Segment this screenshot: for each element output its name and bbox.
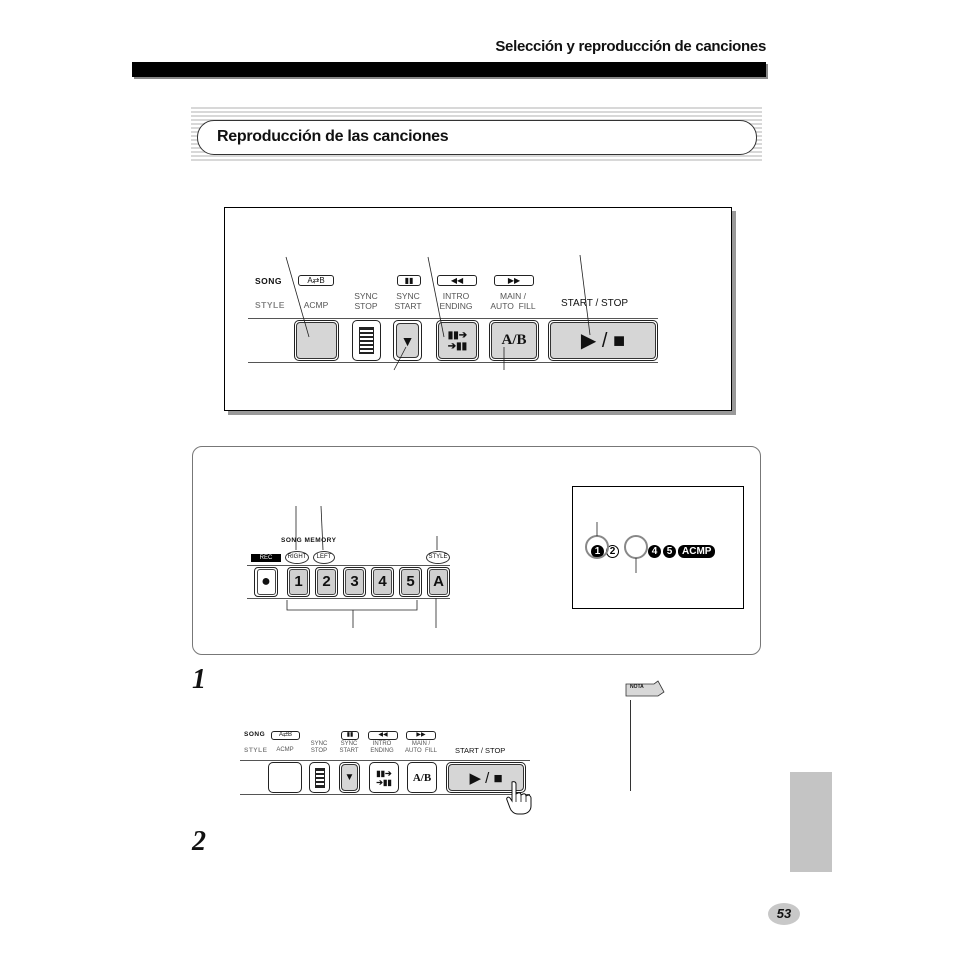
- small-song-label: SONG: [244, 731, 266, 738]
- song-label: SONG: [255, 276, 283, 286]
- step-2-number: 2: [192, 826, 206, 857]
- lcd-track-4: 4: [648, 545, 661, 558]
- forward-indicator: ▶▶: [494, 275, 534, 286]
- rewind-indicator: ◀◀: [437, 275, 477, 286]
- sync-start-label: SYNC START: [394, 291, 422, 311]
- nota-rule: [630, 700, 631, 791]
- small-sync-stop-label: SYNC STOP: [310, 741, 328, 754]
- small-sync-start-button[interactable]: ▼: [339, 762, 360, 793]
- nota-tag-icon: [625, 680, 665, 697]
- acmp-label: ACMP: [303, 300, 329, 310]
- small-intro-ending-icon: ▮▮➔➔▮▮: [376, 768, 392, 787]
- small-ab-button-text: A/B: [412, 771, 432, 784]
- small-start-stop-button[interactable]: ▶ / ■: [446, 762, 526, 793]
- small-acmp-button[interactable]: [268, 762, 302, 793]
- small-rewind-indicator: ◀◀: [368, 731, 398, 740]
- main-auto-fill-button[interactable]: A/B: [489, 320, 539, 361]
- intro-ending-icon: ▮▮➔➔▮▮: [438, 322, 477, 359]
- nota-label: NOTA: [630, 684, 644, 690]
- rec-button[interactable]: ●: [254, 567, 278, 597]
- ab-indicator: A⇄B: [298, 275, 334, 286]
- style-label: STYLE: [255, 300, 285, 310]
- header-bar: [132, 62, 766, 77]
- small-main-auto-fill-button[interactable]: A/B: [407, 762, 437, 793]
- rec-label: REC: [251, 554, 281, 562]
- small-style-label: STYLE: [244, 747, 268, 754]
- right-label: RIGHT: [285, 551, 309, 564]
- small-sync-stop-button[interactable]: [309, 762, 330, 793]
- section-pill: [197, 120, 757, 155]
- small-intro-ending-label: INTRO ENDING: [370, 741, 394, 754]
- hand-pointer-icon: [506, 781, 532, 815]
- small-pause-indicator: ▮▮: [341, 731, 359, 740]
- sync-start-icon: ▼: [396, 323, 419, 358]
- sync-stop-label: SYNC STOP: [354, 291, 378, 311]
- sync-start-button[interactable]: ▼: [393, 320, 422, 361]
- lcd-track-1: 1: [591, 545, 604, 558]
- song-memory-key-3[interactable]: 3: [343, 567, 366, 597]
- small-acmp-label: ACMP: [276, 747, 294, 753]
- song-memory-key-2[interactable]: 2: [315, 567, 338, 597]
- intro-ending-label: INTRO ENDING: [439, 291, 473, 311]
- ab-button-text: A/B: [491, 322, 537, 359]
- start-stop-button[interactable]: ▶ / ■: [548, 320, 658, 361]
- start-stop-label: START / STOP: [561, 298, 629, 309]
- callout-lines: [285, 254, 591, 371]
- page-number: 53: [768, 903, 800, 925]
- song-memory-key-5[interactable]: 5: [399, 567, 422, 597]
- style-memory-label: STYLE: [426, 551, 450, 564]
- step-1-number: 1: [192, 664, 206, 695]
- main-auto-fill-label: MAIN / AUTO FILL: [490, 291, 536, 311]
- start-stop-icon: ▶ / ■: [550, 322, 656, 359]
- control-panel-illustration: [224, 207, 732, 411]
- song-memory-key-4[interactable]: 4: [371, 567, 394, 597]
- lcd-acmp: ACMP: [678, 545, 716, 558]
- left-label: LEFT: [313, 551, 335, 564]
- sync-stop-button[interactable]: [352, 320, 381, 361]
- small-sync-start-icon: ▼: [341, 764, 358, 791]
- section-title: Reproducción de las canciones: [217, 128, 449, 145]
- small-ab-indicator: A⇄B: [271, 731, 300, 740]
- pause-indicator: ▮▮: [397, 275, 421, 286]
- small-start-stop-label: START / STOP: [455, 746, 506, 755]
- song-memory-key-1[interactable]: 1: [287, 567, 310, 597]
- small-start-stop-icon: ▶ / ■: [448, 764, 524, 791]
- song-memory-callouts: [286, 505, 438, 628]
- song-memory-title: SONG MEMORY: [281, 537, 337, 544]
- lcd-callouts: [585, 522, 648, 573]
- small-sync-start-label: SYNC START: [339, 741, 359, 754]
- small-forward-indicator: ▶▶: [406, 731, 436, 740]
- chapter-thumb-tab: [790, 772, 832, 872]
- lcd-track-5: 5: [663, 545, 676, 558]
- chapter-title: Selección y reproducción de canciones: [495, 38, 766, 55]
- small-main-auto-fill-label: MAIN / AUTO FILL: [405, 741, 437, 754]
- small-intro-ending-button[interactable]: ▮▮➔➔▮▮: [369, 762, 399, 793]
- acmp-button[interactable]: [294, 320, 339, 361]
- song-memory-key-a[interactable]: A: [427, 567, 450, 597]
- intro-ending-button[interactable]: ▮▮➔➔▮▮: [436, 320, 479, 361]
